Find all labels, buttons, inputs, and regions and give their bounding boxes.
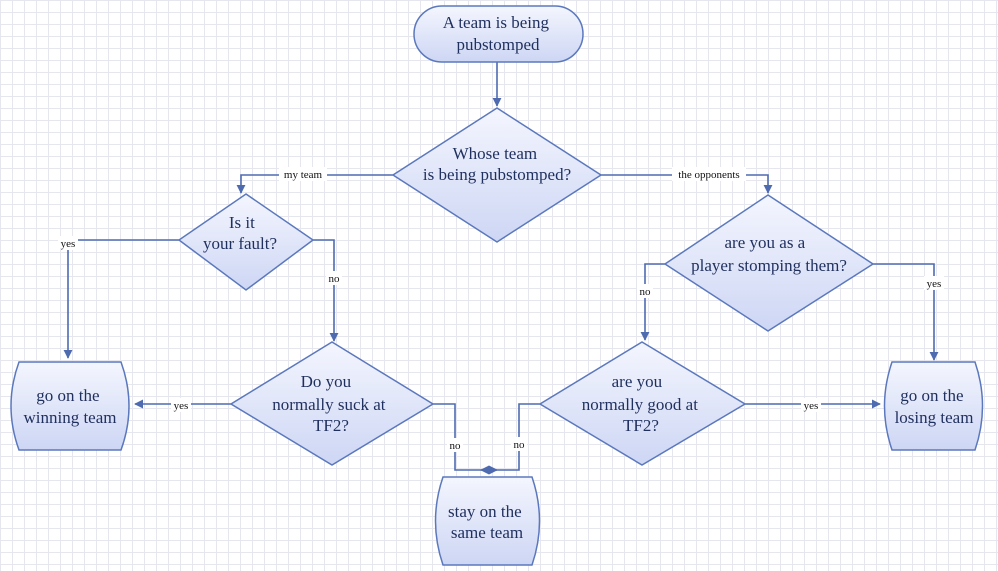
node-your-fault-text: Is it your fault? bbox=[203, 213, 277, 253]
node-whose-team-text: Whose team is being pubstomped? bbox=[423, 144, 571, 184]
edge-label-the-opponents: the opponents bbox=[678, 169, 739, 181]
node-whose-team: Whose team is being pubstomped? bbox=[391, 107, 603, 243]
node-stay: stay on the same team bbox=[434, 476, 541, 566]
node-stomping: are you as a player stomping them? bbox=[663, 194, 875, 332]
edge-label-stomping-no: no bbox=[640, 286, 652, 298]
edge-stomping-yes bbox=[873, 263, 939, 361]
edge-fault-no bbox=[313, 239, 339, 342]
node-stay-text: stay on the same team bbox=[448, 502, 526, 542]
node-stomping-text: are you as a player stomping them? bbox=[691, 233, 847, 275]
node-normally-good-text: are you normally good at TF2? bbox=[582, 372, 702, 435]
connectors bbox=[63, 62, 939, 475]
edge-label-stomping-yes: yes bbox=[927, 278, 942, 290]
edge-label-fault-no: no bbox=[329, 273, 341, 285]
node-start: A team is being pubstomped bbox=[413, 5, 584, 63]
node-normally-good: are you normally good at TF2? bbox=[538, 341, 747, 466]
edge-labels: my team the opponents yes no no yes yes … bbox=[58, 167, 944, 452]
edge-label-good-yes: yes bbox=[804, 400, 819, 412]
node-normally-suck-text: Do you normally suck at TF2? bbox=[272, 372, 390, 435]
edge-label-suck-no: no bbox=[450, 440, 462, 452]
edge-label-my-team: my team bbox=[284, 169, 323, 181]
edge-fault-yes bbox=[63, 239, 179, 359]
node-losing: go on the losing team bbox=[883, 361, 984, 451]
edge-label-suck-yes: yes bbox=[174, 400, 189, 412]
node-normally-suck: Do you normally suck at TF2? bbox=[229, 341, 435, 466]
edge-suck-no bbox=[433, 403, 498, 475]
edge-my-team bbox=[236, 174, 393, 194]
edge-good-no bbox=[480, 403, 540, 475]
node-winning-text: go on the winning team bbox=[23, 386, 116, 427]
edge-stomping-no bbox=[640, 263, 665, 341]
node-your-fault: Is it your fault? bbox=[177, 193, 315, 291]
node-winning: go on the winning team bbox=[10, 361, 130, 451]
edge-label-good-no: no bbox=[514, 439, 526, 451]
node-losing-text: go on the losing team bbox=[895, 386, 974, 427]
edge-label-fault-yes: yes bbox=[61, 238, 76, 250]
node-start-text: A team is being pubstomped bbox=[443, 13, 553, 54]
edge-the-opponents bbox=[601, 174, 773, 194]
